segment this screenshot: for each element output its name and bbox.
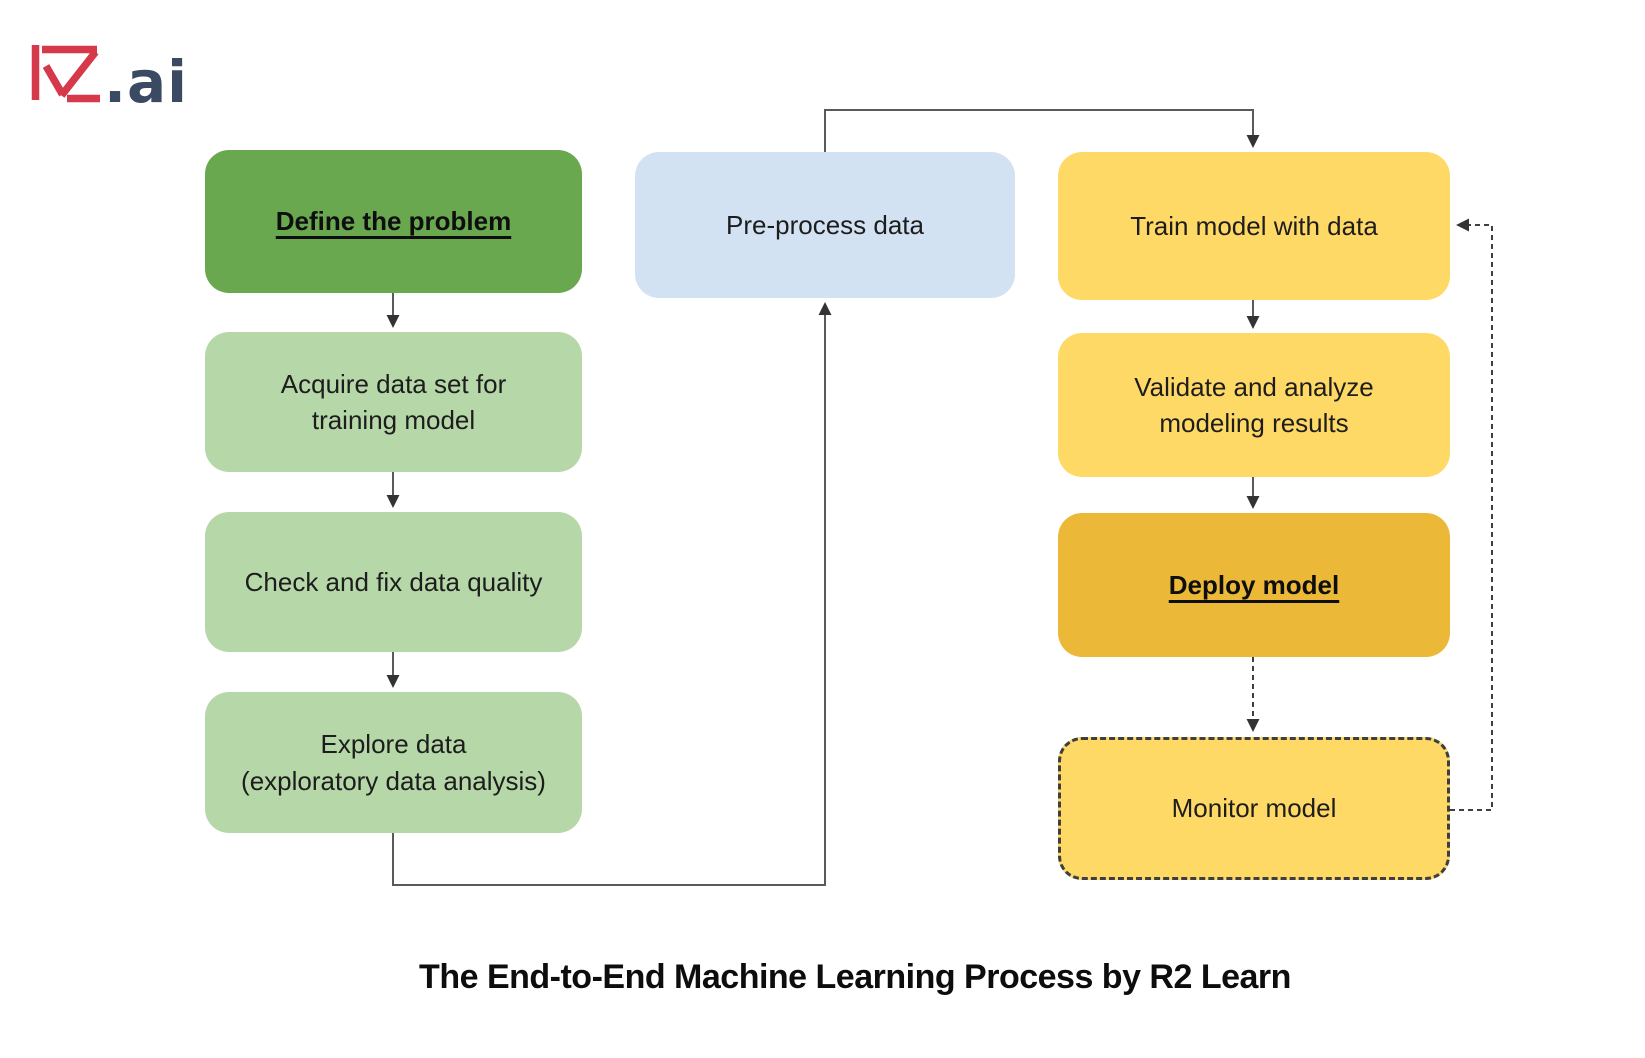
diagram-caption: The End-to-End Machine Learning Process … <box>419 958 1291 996</box>
arrow-preprocess-to-train <box>824 109 1260 152</box>
node-deploy-model: Deploy model <box>1058 513 1450 657</box>
arrow-monitor-feedback-to-train <box>1450 218 1493 811</box>
r2-monogram <box>31 45 100 103</box>
node-validate-analyze: Validate and analyze modeling results <box>1058 333 1450 477</box>
node-explore-data: Explore data (exploratory data analysis) <box>205 692 582 833</box>
node-train-model: Train model with data <box>1058 152 1450 300</box>
r2-ai-logo: .ai <box>31 45 188 116</box>
node-check-fix-data-quality: Check and fix data quality <box>205 512 582 652</box>
logo-suffix: .ai <box>104 48 188 116</box>
arrow-explore-to-preprocess <box>392 302 832 886</box>
node-define-the-problem: Define the problem <box>205 150 582 293</box>
node-preprocess-data: Pre-process data <box>635 152 1015 298</box>
node-monitor-model: Monitor model <box>1058 737 1450 880</box>
node-acquire-data-set: Acquire data set for training model <box>205 332 582 472</box>
